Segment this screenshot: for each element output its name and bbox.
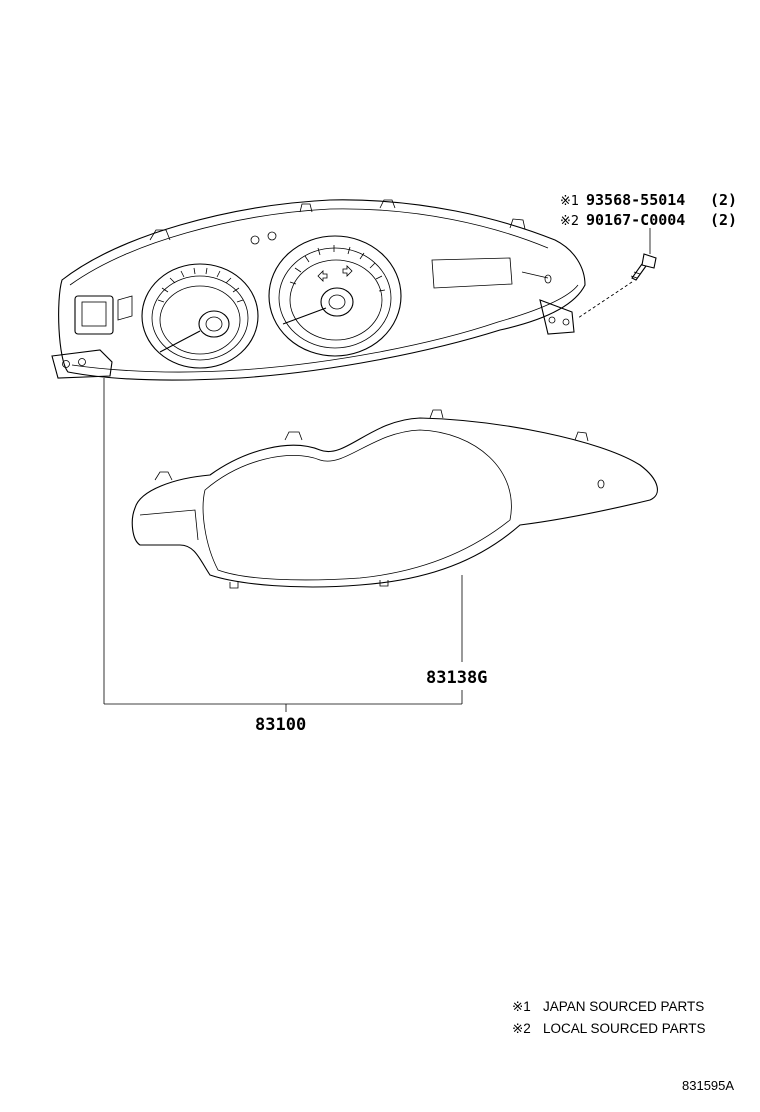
note-1-mark: ※1 xyxy=(512,999,531,1014)
screw-drawing xyxy=(577,228,657,319)
diagram-code: 831595A xyxy=(682,1078,734,1093)
legend-note-2: ※2 LOCAL SOURCED PARTS xyxy=(512,1021,706,1036)
legend-note-1: ※1 JAPAN SOURCED PARTS xyxy=(512,999,704,1014)
callout-2-part-number: 90167-C0004 xyxy=(586,211,685,229)
callout-1-quantity: (2) xyxy=(710,191,737,209)
meter-glass-drawing xyxy=(131,409,658,589)
note-2-text: LOCAL SOURCED PARTS xyxy=(543,1021,706,1036)
callout-1: ※1 93568-55014 (2) xyxy=(560,191,737,209)
part-label-83100: 83100 xyxy=(255,715,306,735)
part-label-83138g: 83138G xyxy=(426,668,487,688)
combination-meter-drawing xyxy=(51,199,586,381)
leader-lines xyxy=(103,378,463,712)
callout-2: ※2 90167-C0004 (2) xyxy=(560,211,737,229)
callout-2-quantity: (2) xyxy=(710,211,737,229)
callout-1-part-number: 93568-55014 xyxy=(586,191,685,209)
note-2-mark: ※2 xyxy=(512,1021,531,1036)
note-1-text: JAPAN SOURCED PARTS xyxy=(543,999,704,1014)
callout-2-mark: ※2 xyxy=(560,214,579,229)
callout-1-mark: ※1 xyxy=(560,194,579,209)
